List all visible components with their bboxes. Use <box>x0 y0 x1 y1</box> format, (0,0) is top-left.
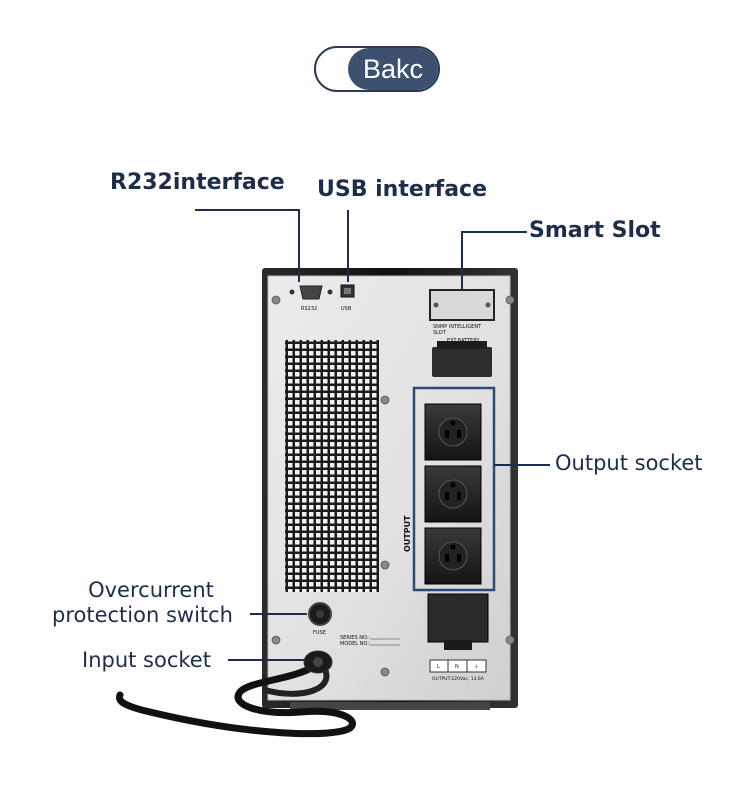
callout-input-socket: Input socket <box>82 648 211 672</box>
output-socket-2 <box>424 465 482 523</box>
callout-usb-interface: USB interface <box>317 177 488 202</box>
vent-grille <box>285 340 379 592</box>
panel-label-ext-battery: EXT.BATTERY <box>447 338 480 344</box>
output-socket-1 <box>424 403 482 461</box>
panel-label-rs232: RS232 <box>301 306 317 312</box>
panel-label-slot: SLOT <box>433 330 447 336</box>
panel-label-model-no: MODEL NO.: <box>340 641 371 647</box>
callout-overcurrent-line1: Overcurrent <box>88 578 214 602</box>
terminal-label-ground: ⏚ <box>474 663 479 670</box>
panel-label-series-no: SERIES NO.: <box>340 635 370 641</box>
callout-rs232-interface: R232interface <box>110 170 285 195</box>
terminal-label-l: L <box>437 664 440 670</box>
brand-name: Bakc <box>362 54 424 84</box>
output-highlight-box <box>412 386 496 592</box>
output-sockets <box>424 403 482 585</box>
panel-label-snmp: SNMP INTELLIGENT <box>433 324 482 330</box>
rs232-port <box>289 285 333 300</box>
panel-label-output-rating: OUTPUT:220Vac, 13.6A <box>432 676 485 682</box>
callout-line-smart-slot <box>461 231 527 290</box>
brand-pill-fill <box>348 48 438 90</box>
callout-overcurrent-line2: protection switch <box>52 603 233 627</box>
input-cable <box>115 650 356 738</box>
callout-output-socket: Output socket <box>555 451 703 475</box>
output-socket-3 <box>424 527 482 585</box>
panel-label-usb: USB <box>341 306 352 312</box>
callout-line-rs232 <box>195 209 300 282</box>
terminal-cover <box>427 593 489 643</box>
smart-slot <box>429 289 495 321</box>
ext-battery-connector <box>432 347 492 377</box>
panel-label-fuse: FUSE <box>313 630 326 636</box>
callout-lines <box>195 209 550 661</box>
panel-screws <box>271 295 515 677</box>
panel-label-output: OUTPUT <box>403 515 412 552</box>
terminal-block <box>429 659 487 673</box>
terminal-label-n: N <box>455 664 459 670</box>
callout-smart-slot: Smart Slot <box>529 218 661 243</box>
cabinet-feet <box>290 702 490 710</box>
